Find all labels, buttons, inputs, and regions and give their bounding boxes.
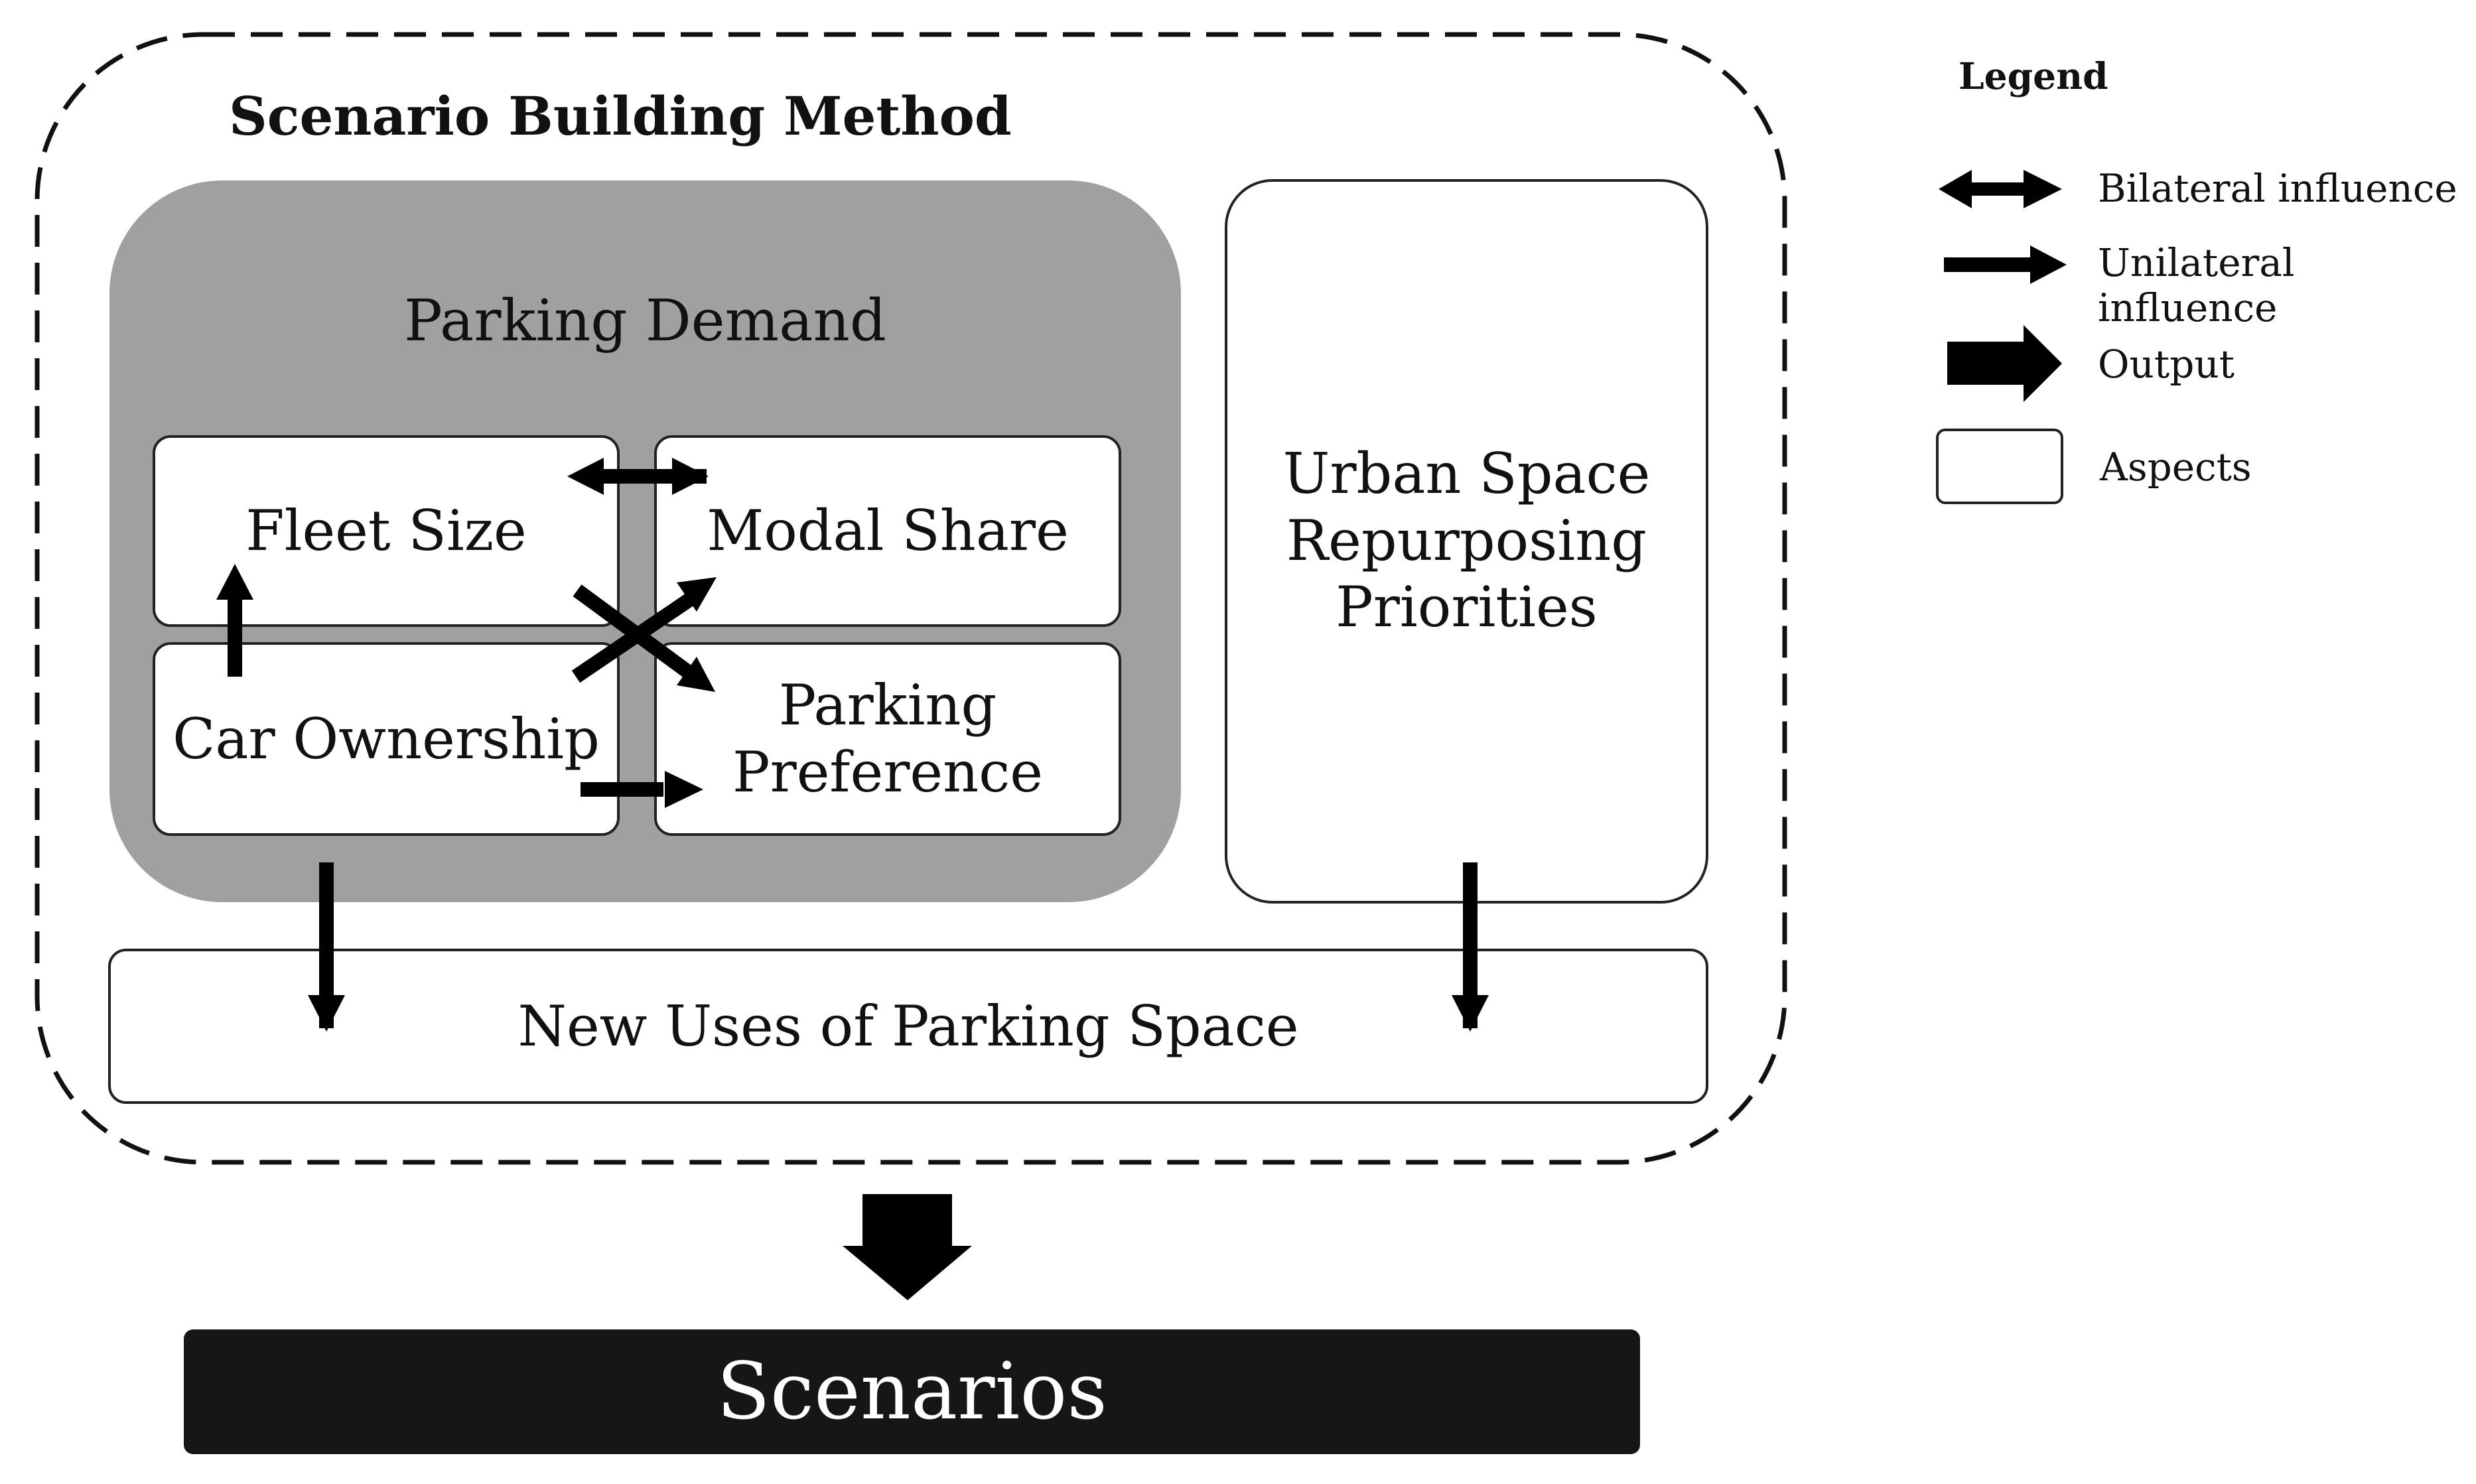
method-title: Scenario Building Method [229, 85, 1012, 147]
legend-bilateral-label: Bilateral influence [2098, 166, 2457, 211]
modal-share-box [654, 435, 1121, 627]
arrow-car-to-modal-head [677, 577, 717, 612]
arrow-car-to-fleet [216, 564, 253, 677]
parking-preference-box [654, 642, 1121, 836]
legend-output-label: Output [2098, 342, 2235, 387]
new-uses-box [108, 949, 1708, 1104]
legend-aspects-label: Aspects [2100, 444, 2252, 490]
legend-unilateral-label: Unilateral influence [2098, 240, 2295, 330]
arrow-demand-to-new-uses [308, 862, 345, 1032]
scenarios-label: Scenarios [717, 1345, 1107, 1438]
legend-title: Legend [1959, 54, 2108, 98]
car-ownership-label: Car Ownership [172, 706, 600, 772]
fleet-size-label: Fleet Size [245, 498, 527, 564]
legend-bilateral-icon [1939, 170, 2062, 208]
urban-space-label: Urban Space Repurposing Priorities [1282, 440, 1651, 640]
new-uses-label: New Uses of Parking Space [517, 993, 1299, 1059]
legend-unilateral-icon [1944, 245, 2067, 284]
modal-share-label: Modal Share [707, 498, 1069, 564]
parking-demand-label: Parking Demand [404, 288, 886, 355]
arrow-urban-to-new-uses [1452, 862, 1489, 1032]
bilateral-arrow-fleet-modal [567, 458, 709, 495]
car-ownership-box [153, 642, 620, 836]
arrow-fleet-to-preference-line [573, 584, 695, 679]
parking-preference-label: Parking Preference [732, 673, 1043, 805]
scenarios-bar [184, 1329, 1640, 1454]
legend-output-icon [1947, 325, 2062, 402]
legend-aspects-icon [1936, 429, 2063, 504]
fleet-size-box [153, 435, 620, 627]
arrow-fleet-to-preference-head [677, 657, 715, 692]
method-container [34, 32, 1787, 1165]
arrow-car-to-preference [581, 771, 703, 808]
output-arrow [843, 1194, 972, 1300]
